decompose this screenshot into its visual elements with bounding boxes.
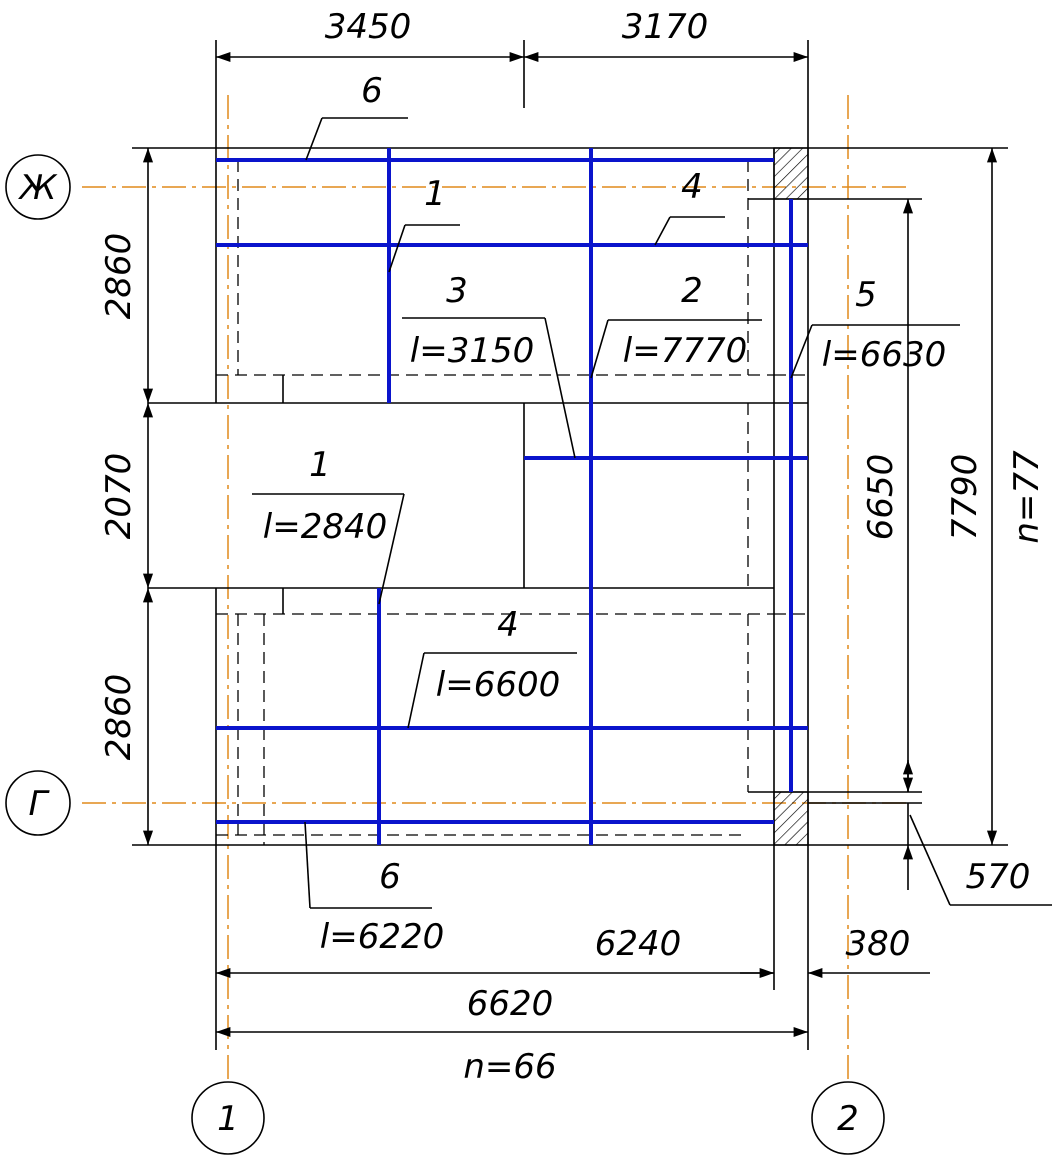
axis-label-2: 2: [837, 1099, 859, 1139]
rebar-2-number: 2: [681, 271, 703, 311]
leader-lines: [252, 117, 1052, 909]
dim-bottom-inner: 6240: [595, 924, 682, 964]
dim-left-middle: 2070: [99, 453, 139, 540]
grid-bubble-g: Г: [5, 770, 71, 836]
rebar-4-length: l=6600: [436, 665, 560, 705]
axis-label-1: 1: [217, 1099, 239, 1139]
rebar-1-top-number: 1: [424, 174, 446, 214]
rebar-6-top-number: 6: [361, 71, 383, 111]
hidden-lines: [216, 160, 808, 845]
dim-top-left: 3450: [325, 7, 412, 47]
rebar-5-number: 5: [855, 275, 877, 315]
rebar-1-number: 1: [309, 445, 331, 485]
rebar-5-length: l=6630: [822, 335, 946, 375]
axis-label-g: Г: [29, 784, 51, 824]
dim-right-count: n=77: [1007, 450, 1047, 544]
rebar-4-top-number: 4: [681, 167, 703, 207]
rebar-2-length: l=7770: [623, 331, 747, 371]
dim-left-bottom: 2860: [99, 674, 139, 761]
dim-bottom-offset: 380: [846, 924, 911, 964]
dim-offset-bottom: 570: [966, 857, 1031, 897]
axis-label-zh: Ж: [18, 168, 58, 208]
grid-bubble-1: 1: [191, 1081, 265, 1155]
rebar-1-length: l=2840: [263, 507, 387, 547]
dim-bottom-count: n=66: [463, 1047, 556, 1087]
dim-bottom-total: 6620: [467, 984, 554, 1024]
dim-right-inner: 6650: [861, 454, 901, 541]
rebar-3-length: l=3150: [410, 331, 534, 371]
column-hatch-bottom: [773, 791, 809, 846]
rebar-3-number: 3: [446, 271, 468, 311]
rebar-6-length: l=6220: [320, 917, 444, 957]
dimension-lines: [142, 51, 998, 1038]
rebars: [216, 148, 808, 845]
column-hatch-top: [773, 147, 809, 200]
grid-bubble-2: 2: [811, 1081, 885, 1155]
grid-bubble-zh: Ж: [5, 154, 71, 220]
grid-axes: [82, 95, 910, 1085]
dim-top-right: 3170: [622, 7, 709, 47]
dim-left-top: 2860: [99, 233, 139, 320]
rebar-6-number: 6: [379, 857, 401, 897]
dim-right-outer: 7790: [945, 454, 985, 541]
rebar-4-number: 4: [497, 605, 519, 645]
